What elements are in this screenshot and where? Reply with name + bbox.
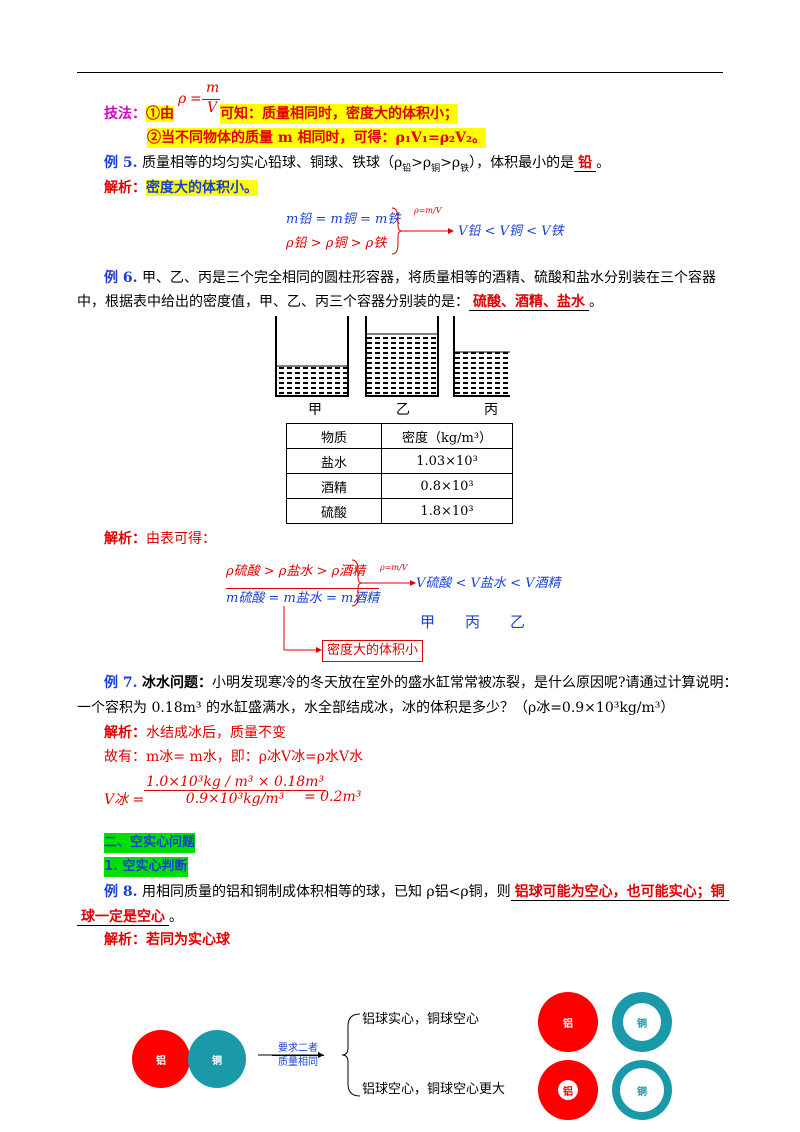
density-table: 物质 密度（kg/m³） 盐水 1.03×10³ 酒精 0.8×10³ 硫酸 1… xyxy=(286,423,513,524)
table-row: 酒精 0.8×10³ xyxy=(286,473,513,499)
section2-sub1: 1. 空实心判断 xyxy=(104,857,188,877)
ex6-order: 甲 丙 乙 xyxy=(420,613,526,631)
cu-ball-case1-hollow: 铜 xyxy=(612,992,672,1052)
table-row: 硫酸 1.8×10³ xyxy=(286,498,513,524)
ex7-question-2: 一个容积为 0.18m³ 的水缸盛满水，水全部结成冰，冰的体积是多少？（ρ冰=0… xyxy=(77,700,675,716)
ex8-answer-1: 铝球可能为空心，也可能实心；铜 xyxy=(510,884,729,901)
tip-formula: ρ = m V xyxy=(178,80,220,116)
al-ball-case2-hollow: 铝 xyxy=(538,1060,598,1120)
ex6-question-2: 中，根据表中给出的密度值，甲、乙、丙三个容器分别装的是：硫酸、酒精、盐水。 xyxy=(77,294,603,311)
ex7-analysis: 解析：水结成冰后，质量不变 xyxy=(104,725,286,741)
cu-ball-solid: 铜 xyxy=(188,1030,246,1088)
ex8-answer-2: 球一定是空心 xyxy=(77,909,169,926)
ex5-brace-arrow xyxy=(391,207,454,255)
table-header: 物质 xyxy=(286,423,382,449)
ex6-arrow-label: ρ=m/V xyxy=(380,563,408,572)
al-ball-solid: 铝 xyxy=(132,1030,190,1088)
ex8-analysis: 解析：若同为实心球 xyxy=(104,932,230,948)
container-label-yi: 乙 xyxy=(396,402,410,418)
ex7-volume-equation: V冰 = 1.0×10³kg / m³ × 0.18m³ 0.9×10³kg/m… xyxy=(104,774,362,808)
ex6-box: 密度大的体积小 xyxy=(322,640,424,662)
ex6-eq-m: m硫酸 = m盐水 = m酒精 xyxy=(226,588,380,609)
ex5-eq-rho: ρ铅 > ρ铜 > ρ铁 xyxy=(286,236,387,251)
header-rule xyxy=(77,72,723,73)
section2-title: 二、空实心问题 xyxy=(104,833,196,853)
cu-ball-case2-hollow: 铜 xyxy=(612,1060,672,1120)
container-label-jia: 甲 xyxy=(308,402,322,418)
ex6-eq-v: V硫酸 < V盐水 < V酒精 xyxy=(416,576,561,591)
ex7-question-1: 例 7. 冰水问题：小明发现寒冷的冬天放在室外的盛水缸常常被冻裂，是什么原因呢?… xyxy=(104,675,738,691)
tip-line-1: 技法：①由 xyxy=(104,104,174,124)
case1-text: 铝球实心，铜球空心 xyxy=(362,1012,480,1027)
condition-arrow-brace xyxy=(258,1013,361,1097)
tip-item1-prefix: ①由 xyxy=(146,106,174,122)
tip-label: 技法： xyxy=(104,106,146,122)
table-row: 盐水 1.03×10³ xyxy=(286,448,513,474)
table-header: 密度（kg/m³） xyxy=(381,423,513,449)
tip-item2: ②当不同物体的质量 m 相同时，可得：ρ₁V₁=ρ₂V₂。 xyxy=(147,128,487,148)
ex6-answer: 硫酸、酒精、盐水 xyxy=(469,294,589,311)
ex6-analysis: 解析：由表可得： xyxy=(104,531,216,547)
ex5-question: 例 5. 质量相等的均匀实心铅球、铜球、铁球（ρ铅>ρ铜>ρ铁），体积最小的是铅… xyxy=(104,155,611,174)
table-header-row: 物质 密度（kg/m³） xyxy=(286,423,513,449)
ex6-question-1: 例 6. 甲、乙、丙是三个完全相同的圆柱形容器，将质量相等的酒精、硫酸和盐水分别… xyxy=(104,270,716,286)
ex5-arrow-label: ρ=m/V xyxy=(414,206,442,215)
ex5-answer: 铅 xyxy=(574,155,597,172)
container-label-bing: 丙 xyxy=(484,402,498,418)
containers-figure xyxy=(275,316,510,397)
ex5-eq-m: m铅 = m铜 = m铁 xyxy=(286,212,401,227)
ex5-eq-v: V铅 < V铜 < V铁 xyxy=(458,224,564,239)
case2-text: 铝球空心，铜球空心更大 xyxy=(362,1082,506,1097)
ex7-therefore: 故有：m冰= m水，即：ρ冰V冰=ρ水V水 xyxy=(104,749,364,765)
ex6-eq-rho: ρ硫酸 > ρ盐水 > ρ酒精 xyxy=(226,564,366,579)
ex8-question-2: 球一定是空心。 xyxy=(77,907,183,927)
ex5-analysis: 解析：密度大的体积小。 xyxy=(104,180,258,196)
ex6-brace-arrow xyxy=(283,559,416,653)
ex8-question-1: 例 8. 用相同质量的铝和铜制成体积相等的球，已知 ρ铝<ρ铜，则铝球可能为空心… xyxy=(104,882,729,902)
al-ball-case1: 铝 xyxy=(538,992,598,1052)
tip-item1-text: 可知：质量相同时，密度大的体积小； xyxy=(220,104,458,124)
